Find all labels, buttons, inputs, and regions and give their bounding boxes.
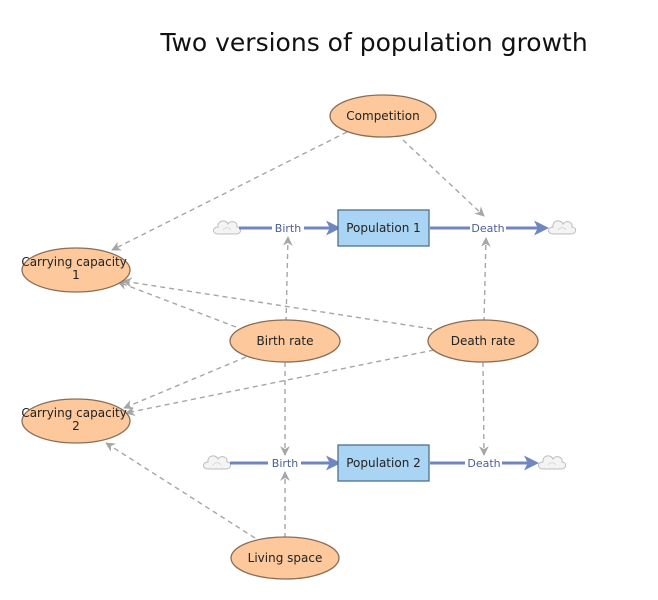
variable-birth-rate[interactable]: Birth rate xyxy=(229,319,341,363)
flow-row-2: Birth Death xyxy=(203,455,567,471)
link-deathrate-to-death2 xyxy=(479,361,489,456)
source-cloud-icon xyxy=(213,220,242,235)
links xyxy=(105,131,491,539)
variable-living-space-label: Living space xyxy=(248,551,323,565)
variable-carrying-capacity-1[interactable]: Carrying capacity 1 xyxy=(21,247,131,293)
variable-competition[interactable]: Competition xyxy=(329,94,437,138)
stock-population-1-label: Population 1 xyxy=(346,221,421,235)
link-birthrate-to-cc1 xyxy=(117,280,237,328)
link-competition-to-cc1 xyxy=(111,131,348,251)
link-birthrate-to-birth1 xyxy=(282,236,293,323)
cc1-line-2: 1 xyxy=(72,268,80,282)
link-deathrate-to-cc1 xyxy=(122,277,433,330)
death-1-label[interactable]: Death xyxy=(471,222,504,235)
variable-competition-label: Competition xyxy=(346,109,419,123)
stock-population-2[interactable]: Population 2 xyxy=(337,444,430,482)
variable-living-space[interactable]: Living space xyxy=(230,536,340,580)
variable-carrying-capacity-2[interactable]: Carrying capacity 2 xyxy=(21,398,131,444)
stock-population-1[interactable]: Population 1 xyxy=(337,209,430,247)
death-2-label[interactable]: Death xyxy=(467,457,500,470)
diagram-title: Two versions of population growth xyxy=(160,28,588,57)
sink-cloud-icon xyxy=(538,455,567,470)
sink-cloud-icon xyxy=(548,220,577,235)
birth-2-label[interactable]: Birth xyxy=(272,457,298,470)
variable-birth-rate-label: Birth rate xyxy=(257,334,314,348)
variable-death-rate-label: Death rate xyxy=(451,334,515,348)
cc2-line-2: 2 xyxy=(72,419,80,433)
source-cloud-icon xyxy=(203,455,232,470)
cc1-line-1: Carrying capacity xyxy=(21,255,127,269)
link-birthrate-to-cc2 xyxy=(123,356,247,410)
variable-death-rate[interactable]: Death rate xyxy=(427,319,539,363)
variable-carrying-capacity-1-label: Carrying capacity 1 xyxy=(21,255,130,282)
link-deathrate-to-cc2 xyxy=(125,349,435,417)
link-competition-to-death1 xyxy=(402,139,485,217)
birth-1-label[interactable]: Birth xyxy=(275,222,301,235)
variable-carrying-capacity-2-label: Carrying capacity 2 xyxy=(21,406,130,433)
link-livingspace-to-cc2 xyxy=(105,442,256,539)
cc2-line-1: Carrying capacity xyxy=(21,406,127,420)
stock-population-2-label: Population 2 xyxy=(346,456,421,470)
flow-row-1: Birth Death xyxy=(213,220,577,236)
link-deathrate-to-death1 xyxy=(480,237,491,323)
